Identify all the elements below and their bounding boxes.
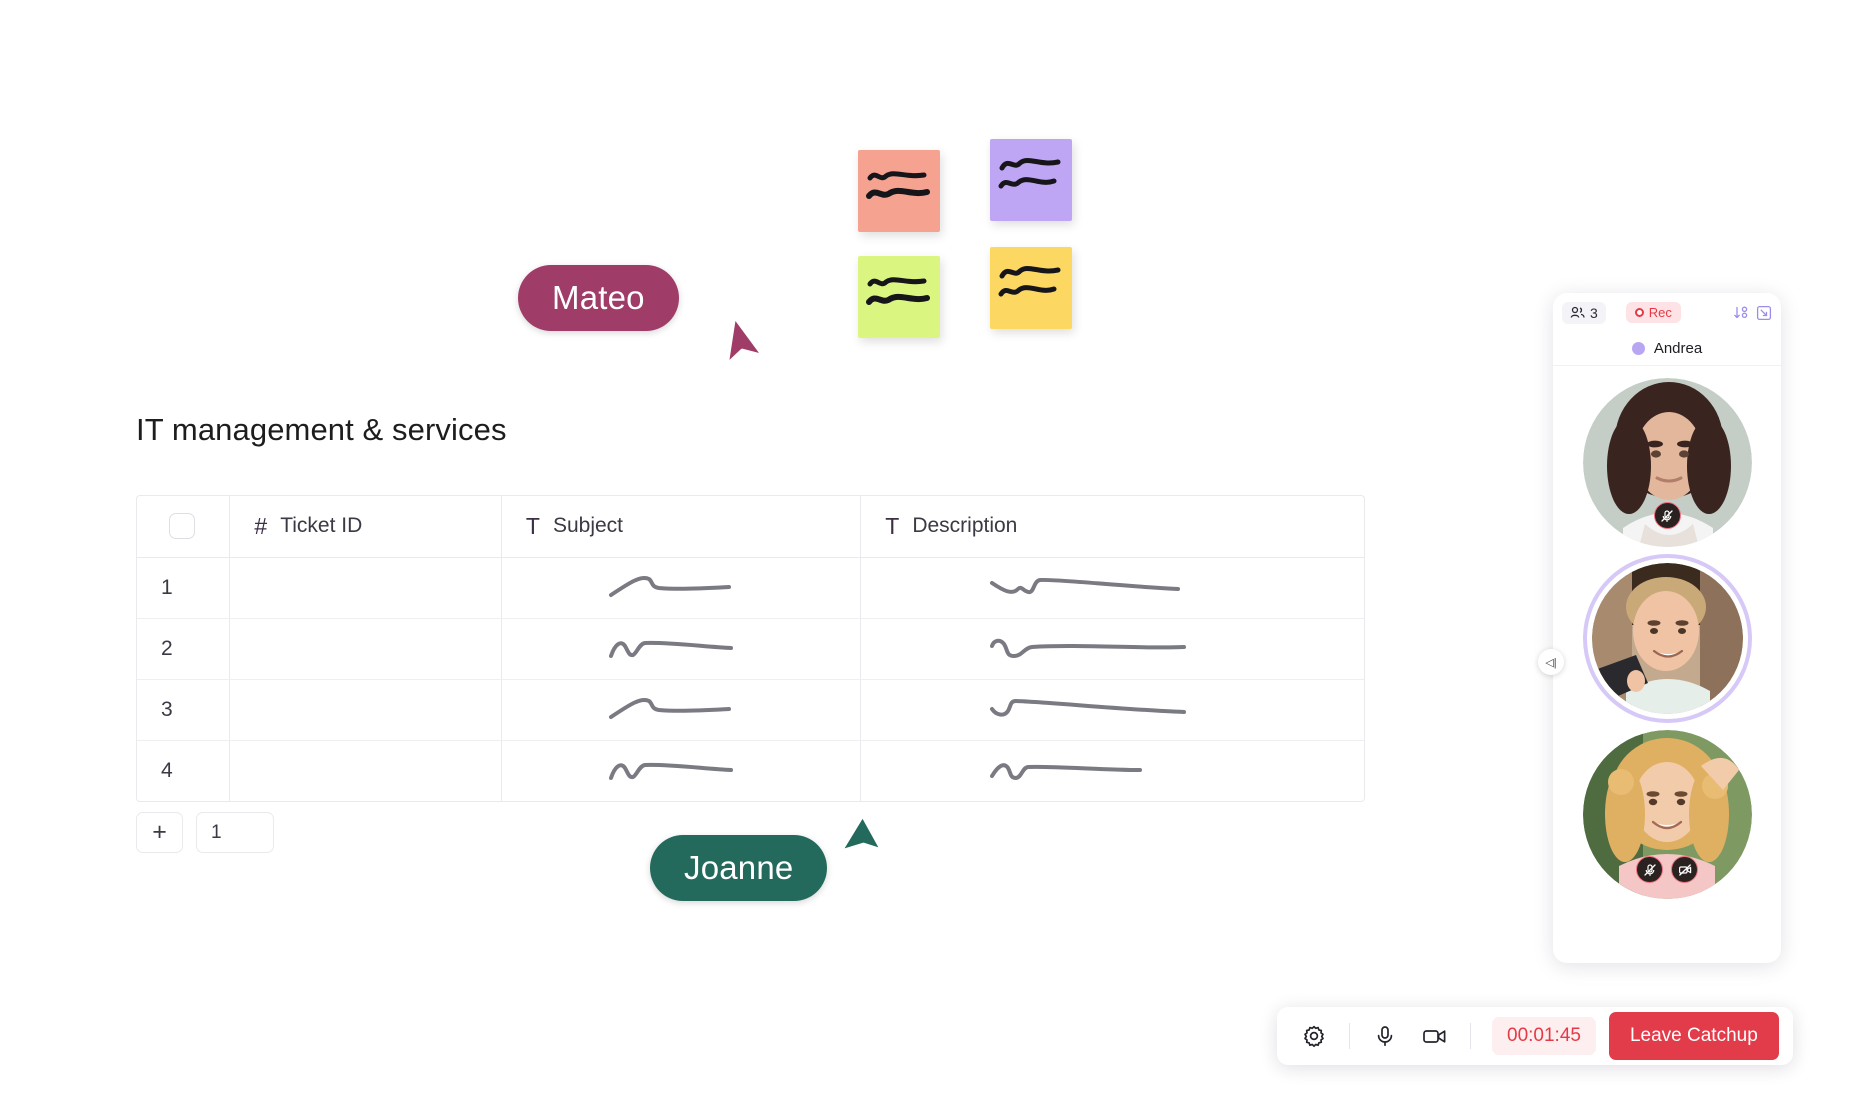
recording-label: Rec — [1648, 305, 1672, 320]
column-label-description: Description — [912, 514, 1018, 538]
participant-tile-1[interactable] — [1582, 378, 1752, 547]
row-number: 2 — [137, 618, 231, 680]
panel-header-icons — [1733, 305, 1772, 321]
cell-description[interactable] — [860, 557, 1364, 619]
cell-ticket-id[interactable] — [229, 557, 502, 619]
row-number: 4 — [137, 740, 231, 801]
scribble-icon — [866, 277, 930, 305]
table-header-row: # Ticket ID T Subject T Descriptio — [137, 496, 1364, 558]
row-count-input[interactable] — [196, 812, 274, 853]
column-header-subject[interactable]: T Subject — [501, 496, 862, 558]
cursor-label-mateo: Mateo — [518, 265, 766, 368]
cursor-name-mateo: Mateo — [518, 265, 679, 331]
record-dot-icon — [1634, 308, 1644, 317]
cell-subject[interactable] — [501, 618, 862, 680]
scribble-placeholder-icon — [609, 697, 732, 719]
table-row[interactable]: 1 — [137, 557, 1364, 619]
cell-description[interactable] — [860, 679, 1364, 741]
leave-call-button[interactable]: Leave Catchup — [1608, 1012, 1779, 1060]
column-header-description[interactable]: T Description — [860, 496, 1364, 558]
layout-icon[interactable] — [1756, 305, 1772, 321]
ticket-table: # Ticket ID T Subject T Descriptio — [136, 495, 1365, 802]
scribble-icon — [998, 265, 1061, 297]
scribble-placeholder-icon — [609, 762, 734, 780]
column-header-select[interactable] — [137, 496, 231, 558]
table-row[interactable]: 3 — [137, 679, 1364, 741]
column-label-subject: Subject — [552, 514, 623, 538]
camera-off-icon — [1671, 856, 1698, 883]
mic-muted-icon — [1636, 856, 1663, 883]
cell-subject[interactable] — [501, 557, 862, 619]
add-row-button[interactable]: + — [136, 812, 183, 853]
active-speaker-name: Andrea — [1653, 340, 1703, 357]
toolbar-divider — [1349, 1023, 1350, 1049]
video-call-panel: 3 Rec — [1553, 293, 1781, 963]
scribble-icon — [998, 157, 1061, 189]
microphone-icon — [1377, 1026, 1393, 1047]
cell-description[interactable] — [860, 618, 1364, 680]
participant-tile-2[interactable] — [1582, 554, 1752, 723]
scribble-placeholder-icon — [989, 698, 1186, 717]
scribble-placeholder-icon — [609, 640, 734, 658]
call-timer: 00:01:45 — [1492, 1017, 1596, 1055]
column-header-ticket-id[interactable]: # Ticket ID — [229, 496, 502, 558]
sticky-note-purple[interactable] — [990, 139, 1072, 221]
active-speaker-row: Andrea — [1553, 332, 1781, 366]
participant-count-value: 3 — [1590, 304, 1598, 321]
sticky-note-pink[interactable] — [858, 150, 940, 232]
participant-tiles — [1553, 366, 1781, 899]
table-row[interactable]: 2 — [137, 618, 1364, 680]
cursor-arrow-icon — [724, 317, 766, 368]
cell-ticket-id[interactable] — [229, 740, 502, 801]
text-icon: T — [885, 512, 900, 539]
scribble-placeholder-icon — [989, 638, 1186, 658]
table-row[interactable]: 4 — [137, 740, 1364, 801]
text-icon: T — [525, 512, 540, 539]
row-number: 3 — [137, 679, 231, 741]
speaker-status-dot — [1631, 342, 1645, 355]
hash-icon: # — [254, 512, 268, 539]
cell-ticket-id[interactable] — [229, 679, 502, 741]
page-title: IT management & services — [136, 412, 507, 447]
add-row-controls: + — [136, 812, 274, 853]
camera-button[interactable] — [1412, 1015, 1458, 1057]
call-toolbar: 00:01:45 Leave Catchup — [1277, 1007, 1793, 1065]
microphone-button[interactable] — [1362, 1015, 1408, 1057]
cell-subject[interactable] — [501, 679, 862, 741]
cell-subject[interactable] — [501, 740, 862, 801]
cell-ticket-id[interactable] — [229, 618, 502, 680]
select-all-checkbox[interactable] — [169, 513, 195, 540]
cursor-name-joanne: Joanne — [650, 835, 828, 901]
video-camera-icon — [1423, 1030, 1446, 1043]
participant-avatar-2 — [1591, 563, 1743, 714]
video-panel-header: 3 Rec — [1553, 293, 1781, 332]
recording-badge: Rec — [1625, 302, 1681, 323]
people-icon — [1570, 306, 1585, 318]
sticky-note-yellow[interactable] — [990, 247, 1072, 329]
cursor-label-joanne: Joanne — [650, 812, 885, 901]
participant-status-badges-3 — [1583, 856, 1752, 883]
column-label-ticket-id: Ticket ID — [280, 514, 363, 538]
participant-tile-3[interactable] — [1582, 730, 1752, 899]
sticky-note-lime[interactable] — [858, 256, 940, 338]
participant-status-badges-1 — [1583, 502, 1752, 529]
gear-icon — [1304, 1025, 1324, 1048]
sort-icon[interactable] — [1733, 305, 1749, 321]
scribble-placeholder-icon — [989, 763, 1142, 780]
mic-muted-icon — [1653, 502, 1681, 529]
participant-count-badge[interactable]: 3 — [1562, 301, 1606, 324]
cell-description[interactable] — [861, 740, 1364, 801]
active-speaker-ring — [1582, 554, 1752, 723]
panel-collapse-handle[interactable]: ◁| — [1538, 649, 1564, 675]
scribble-placeholder-icon — [609, 575, 732, 597]
scribble-icon — [866, 171, 930, 199]
cursor-arrow-icon — [838, 812, 885, 854]
scribble-placeholder-icon — [989, 577, 1180, 594]
row-number: 1 — [137, 557, 231, 619]
settings-button[interactable] — [1291, 1015, 1337, 1057]
toolbar-divider — [1470, 1023, 1471, 1049]
